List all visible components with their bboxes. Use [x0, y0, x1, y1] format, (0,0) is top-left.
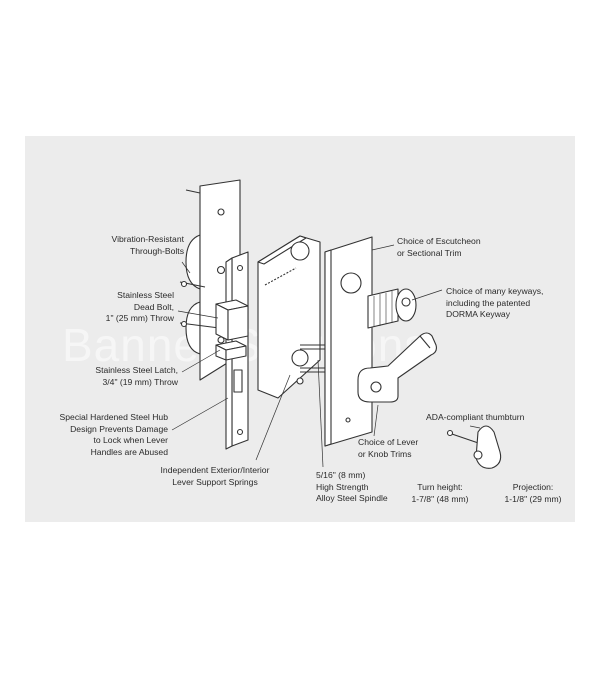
- lock-case: [257, 235, 321, 399]
- label-turn-height: Turn height: 1-7/8" (48 mm): [411, 482, 469, 504]
- through-bolts: [179, 189, 236, 331]
- label-dead-bolt: Stainless Steel Dead Bolt, 1" (25 mm) Th…: [105, 290, 174, 324]
- lever-handle: [357, 332, 437, 403]
- key-cylinder: [367, 288, 417, 329]
- label-projection: Projection: 1-1/8" (29 mm): [504, 482, 562, 504]
- label-through-bolts: Vibration-Resistant Through-Bolts: [111, 234, 184, 256]
- label-springs: Independent Exterior/Interior Lever Supp…: [160, 465, 270, 487]
- exterior-escutcheon: [324, 236, 373, 447]
- label-escutcheon: Choice of Escutcheon or Sectional Trim: [397, 236, 481, 258]
- label-latch: Stainless Steel Latch, 3/4" (19 mm) Thro…: [95, 365, 178, 387]
- label-thumbturn: ADA-compliant thumbturn: [426, 412, 525, 422]
- auxiliary-latch: [233, 369, 243, 393]
- label-spindle: 5/16" (8 mm) High Strength Alloy Steel S…: [316, 470, 388, 504]
- latch-bolt: [215, 340, 247, 361]
- thumbturn: [446, 425, 502, 469]
- dead-bolt: [215, 299, 249, 341]
- label-keyways: Choice of many keyways, including the pa…: [446, 286, 544, 320]
- label-lever-trims: Choice of Lever or Knob Trims: [358, 437, 419, 459]
- leader-lines: [171, 244, 481, 468]
- label-hub: Special Hardened Steel Hub Design Preven…: [59, 412, 168, 457]
